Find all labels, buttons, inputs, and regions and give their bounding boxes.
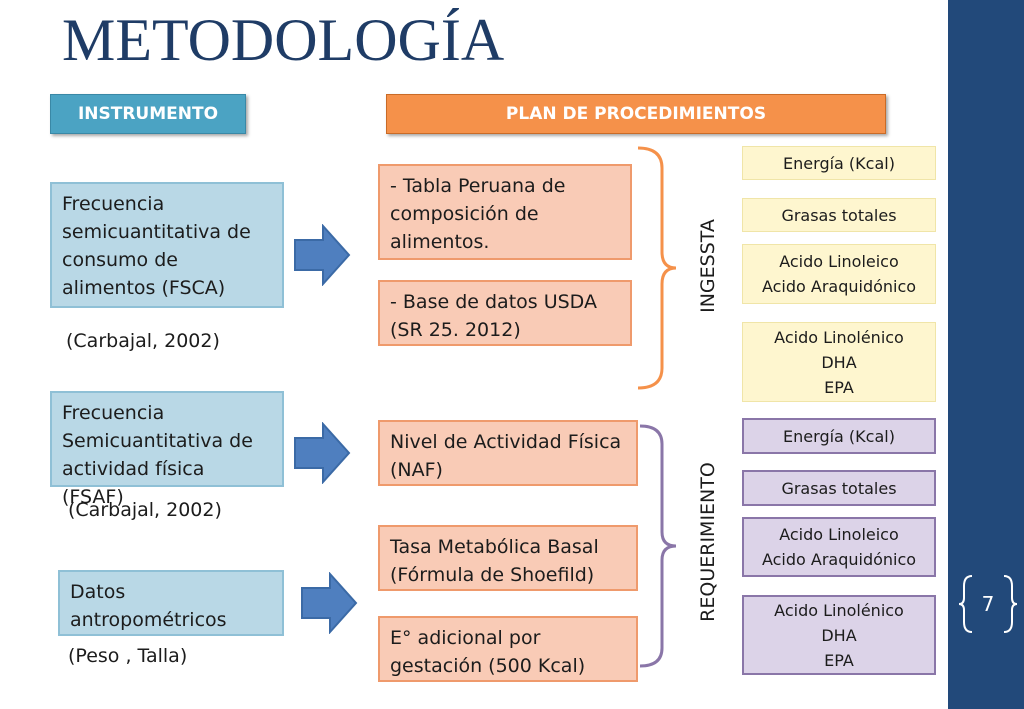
plan-header: PLAN DE PROCEDIMIENTOS [386, 94, 886, 134]
nutrient-line: EPA [824, 650, 854, 670]
nutrient-line: Acido Araquidónico [761, 550, 917, 569]
instrument-anthropometric-ref: (Peso , Talla) [68, 645, 188, 667]
procedure-tmb: Tasa Metabólica Basal (Fórmula de Shoefi… [378, 525, 638, 591]
instrument-fsaf: Frecuencia Semicuantitativa de actividad… [50, 391, 284, 508]
nutrient-line: Grasas totales [781, 478, 897, 498]
nutrient-req-grasas: Grasas totales [742, 470, 936, 506]
arrow-right-icon [300, 572, 358, 634]
nutrient-line: Grasas totales [781, 205, 897, 225]
instrument-fsaf-ref: (Carbajal, 2002) [68, 499, 222, 521]
nutrient-ingesta-energia: Energía (Kcal) [742, 146, 936, 180]
nutrient-req-linoleico: Acido Linoleico Acido Araquidónico [742, 517, 936, 577]
page-title: METODOLOGÍA [62, 7, 505, 73]
nutrient-line: Acido Araquidónico [761, 277, 917, 296]
nutrient-ingesta-linoleico: Acido Linoleico Acido Araquidónico [742, 244, 936, 304]
nutrient-line: Acido Linolénico [774, 327, 904, 347]
procedure-naf: Nivel de Actividad Física (NAF) [378, 420, 638, 486]
nutrient-line: Energía (Kcal) [783, 426, 895, 446]
requerimiento-label: REQUERIMIENTO [697, 462, 719, 622]
procedure-tabla-peruana: - Tabla Peruana de composición de alimen… [378, 164, 632, 260]
page-number-text: 7 [981, 592, 995, 616]
page-number: 7 [958, 570, 1018, 638]
ingesta-brace [637, 146, 677, 390]
instrument-fsca-ref: (Carbajal, 2002) [66, 330, 220, 352]
ingesta-label: INGESSTA [697, 219, 719, 313]
arrow-right-icon [293, 422, 351, 484]
nutrient-line: EPA [824, 377, 854, 397]
procedure-usda: - Base de datos USDA (SR 25. 2012) [378, 280, 632, 346]
nutrient-line: Acido Linoleico [779, 525, 899, 544]
instrument-fsca: Frecuencia semicuantitativa de consumo d… [50, 182, 284, 308]
procedure-gestacion: E° adicional por gestación (500 Kcal) [378, 616, 638, 682]
nutrient-ingesta-linolenico: Acido Linolénico DHA EPA [742, 322, 936, 402]
nutrient-line: Acido Linolénico [774, 600, 904, 620]
nutrient-line: Acido Linoleico [779, 252, 899, 271]
instrument-anthropometric: Datos antropométricos [58, 570, 284, 636]
nutrient-req-linolenico: Acido Linolénico DHA EPA [742, 595, 936, 675]
requerimiento-brace [639, 424, 677, 668]
nutrient-line: DHA [821, 352, 857, 372]
nutrient-line: DHA [821, 625, 857, 645]
arrow-right-icon [293, 224, 351, 286]
nutrient-line: Energía (Kcal) [783, 153, 895, 173]
nutrient-req-energia: Energía (Kcal) [742, 418, 936, 454]
nutrient-ingesta-grasas: Grasas totales [742, 198, 936, 232]
page-number-brackets-icon [958, 575, 1018, 633]
instrument-header: INSTRUMENTO [50, 94, 246, 134]
